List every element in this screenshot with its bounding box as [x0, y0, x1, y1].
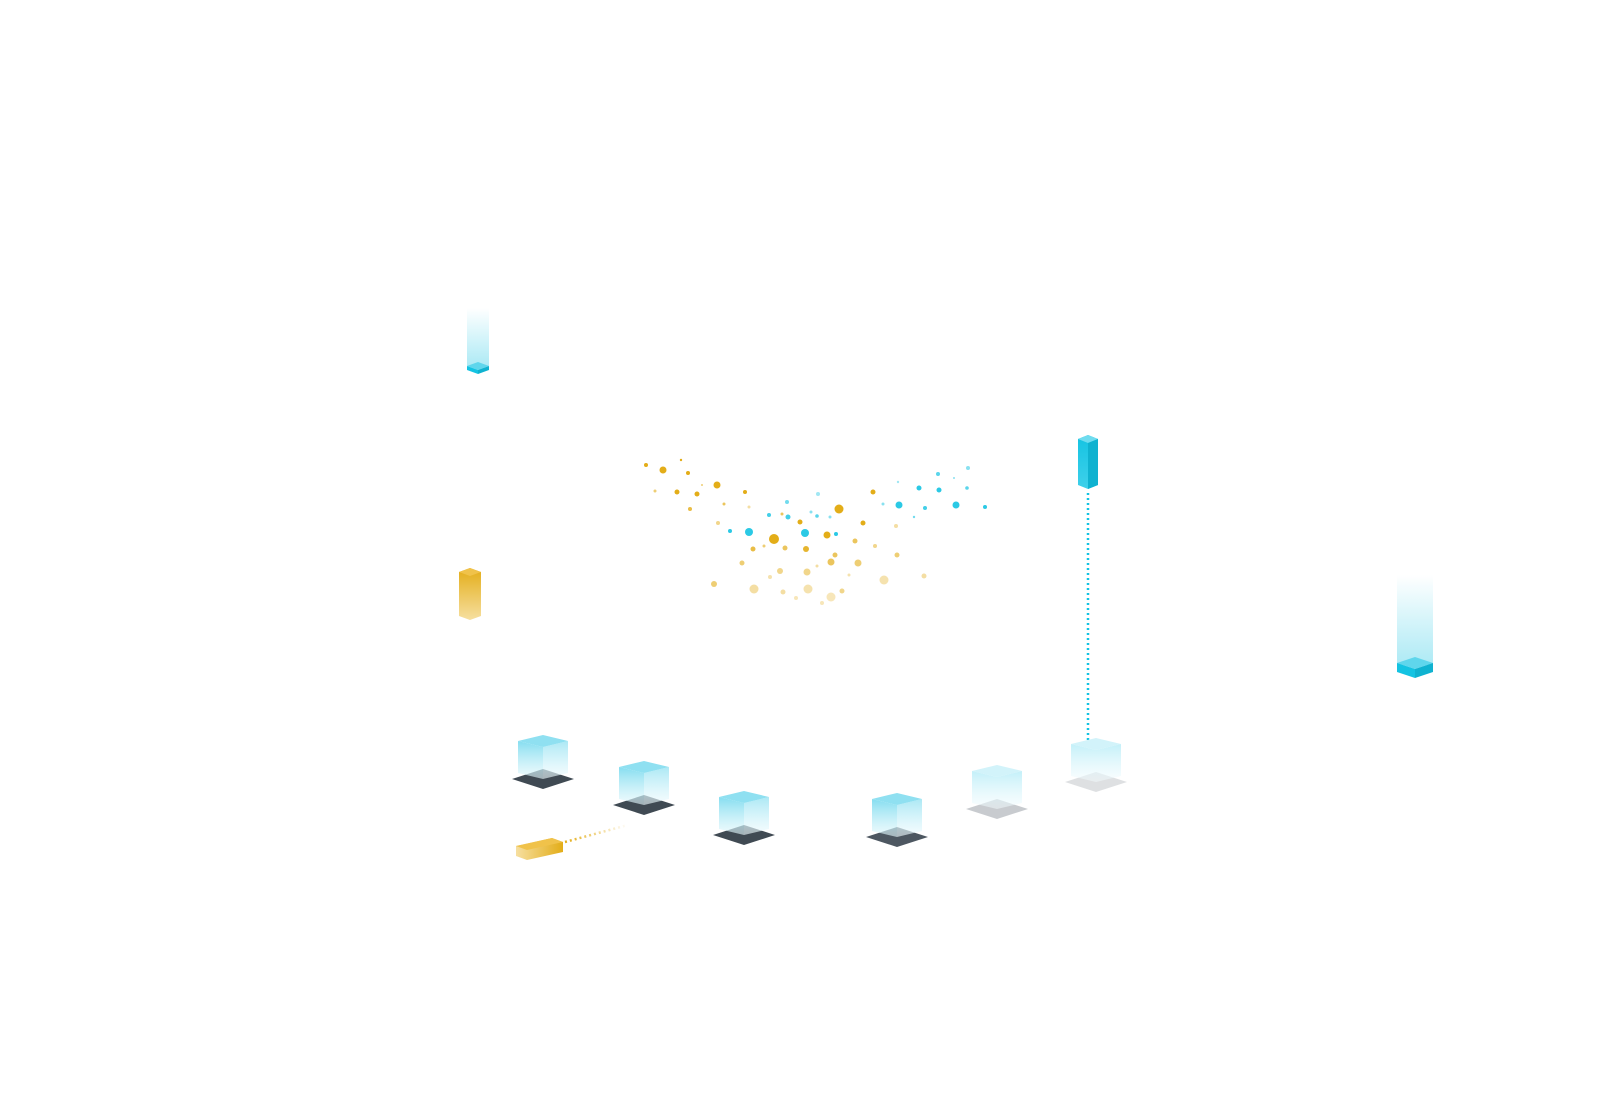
particle-dot: [912, 515, 916, 519]
particle-dot: [827, 558, 835, 566]
particle-dot: [797, 519, 803, 525]
particle-dot: [936, 472, 940, 476]
particle-dot: [823, 531, 831, 539]
particle-dot: [767, 513, 771, 517]
particle-dot: [785, 514, 791, 520]
particle-dot: [768, 575, 772, 579]
particle-dot: [803, 568, 811, 576]
particle-dot: [747, 505, 751, 509]
particle-dot: [832, 552, 838, 558]
particle-dot: [860, 520, 866, 526]
cube-1: [512, 735, 574, 789]
particle-dot: [679, 458, 683, 462]
particle-dot: [728, 529, 732, 533]
particle-dot: [803, 584, 813, 594]
particle-dot: [659, 466, 667, 474]
particle-dot: [653, 489, 657, 493]
particle-dot: [852, 538, 858, 544]
particle-dot: [826, 592, 836, 602]
particle-dot: [711, 581, 717, 587]
particle-dot: [794, 596, 798, 600]
particle-dot: [801, 529, 809, 537]
particle-dot: [820, 601, 824, 605]
particle-dot: [854, 559, 862, 567]
gold-bar-horizontal: [516, 823, 629, 860]
cyan-pillar: [1078, 435, 1098, 742]
particle-dot: [936, 487, 942, 493]
particle-cloud: [644, 458, 987, 605]
particle-dot: [713, 481, 721, 489]
particle-dot: [847, 573, 851, 577]
particle-dot: [839, 588, 845, 594]
particle-dot: [952, 501, 960, 509]
particle-dot: [815, 514, 819, 518]
particle-dot: [953, 477, 955, 479]
particle-dot: [834, 504, 844, 514]
cube-3: [713, 791, 775, 845]
cube-row: [512, 735, 1127, 847]
particle-dot: [686, 471, 690, 475]
particle-dot: [644, 463, 648, 467]
cube-2: [613, 761, 675, 815]
particle-dot: [785, 500, 789, 504]
particle-dot: [780, 512, 784, 516]
particle-dot: [894, 552, 900, 558]
particle-dot: [966, 466, 970, 470]
particle-dot: [782, 545, 788, 551]
particle-dot: [777, 568, 783, 574]
particle-dot: [780, 589, 786, 595]
particle-dot: [722, 502, 726, 506]
particle-dot: [881, 502, 885, 506]
particle-dot: [815, 564, 819, 568]
particle-dot: [916, 485, 922, 491]
particle-dot: [803, 546, 809, 552]
particle-dot: [965, 486, 969, 490]
particle-dot: [750, 546, 756, 552]
particle-dot: [809, 510, 813, 514]
particle-dot: [834, 532, 838, 536]
particle-dot: [749, 584, 759, 594]
cube-4: [866, 793, 928, 847]
particle-dot: [716, 521, 720, 525]
particle-dot: [743, 490, 747, 494]
particle-dot: [701, 484, 703, 486]
particle-dot: [769, 534, 779, 544]
particle-dot: [745, 528, 753, 536]
cube-5: [966, 765, 1028, 819]
particle-dot: [739, 560, 745, 566]
particle-dot: [870, 489, 876, 495]
particle-dot: [923, 506, 927, 510]
particle-dot: [873, 544, 877, 548]
particle-dot: [688, 507, 692, 511]
cyan-beam-right: [1397, 575, 1433, 678]
cube-6: [1065, 738, 1127, 792]
particle-dot: [674, 489, 680, 495]
cyan-beam-top-left: [467, 308, 489, 374]
particle-dot: [816, 492, 820, 496]
particle-dot: [894, 524, 898, 528]
particle-dot: [983, 505, 987, 509]
particle-dot: [879, 575, 889, 585]
particle-dot: [896, 480, 900, 484]
particle-dot: [895, 501, 903, 509]
particle-dot: [694, 491, 700, 497]
particle-dot: [828, 515, 832, 519]
gold-pillar: [459, 568, 481, 772]
particle-dot: [921, 573, 927, 579]
particle-dot: [762, 544, 766, 548]
